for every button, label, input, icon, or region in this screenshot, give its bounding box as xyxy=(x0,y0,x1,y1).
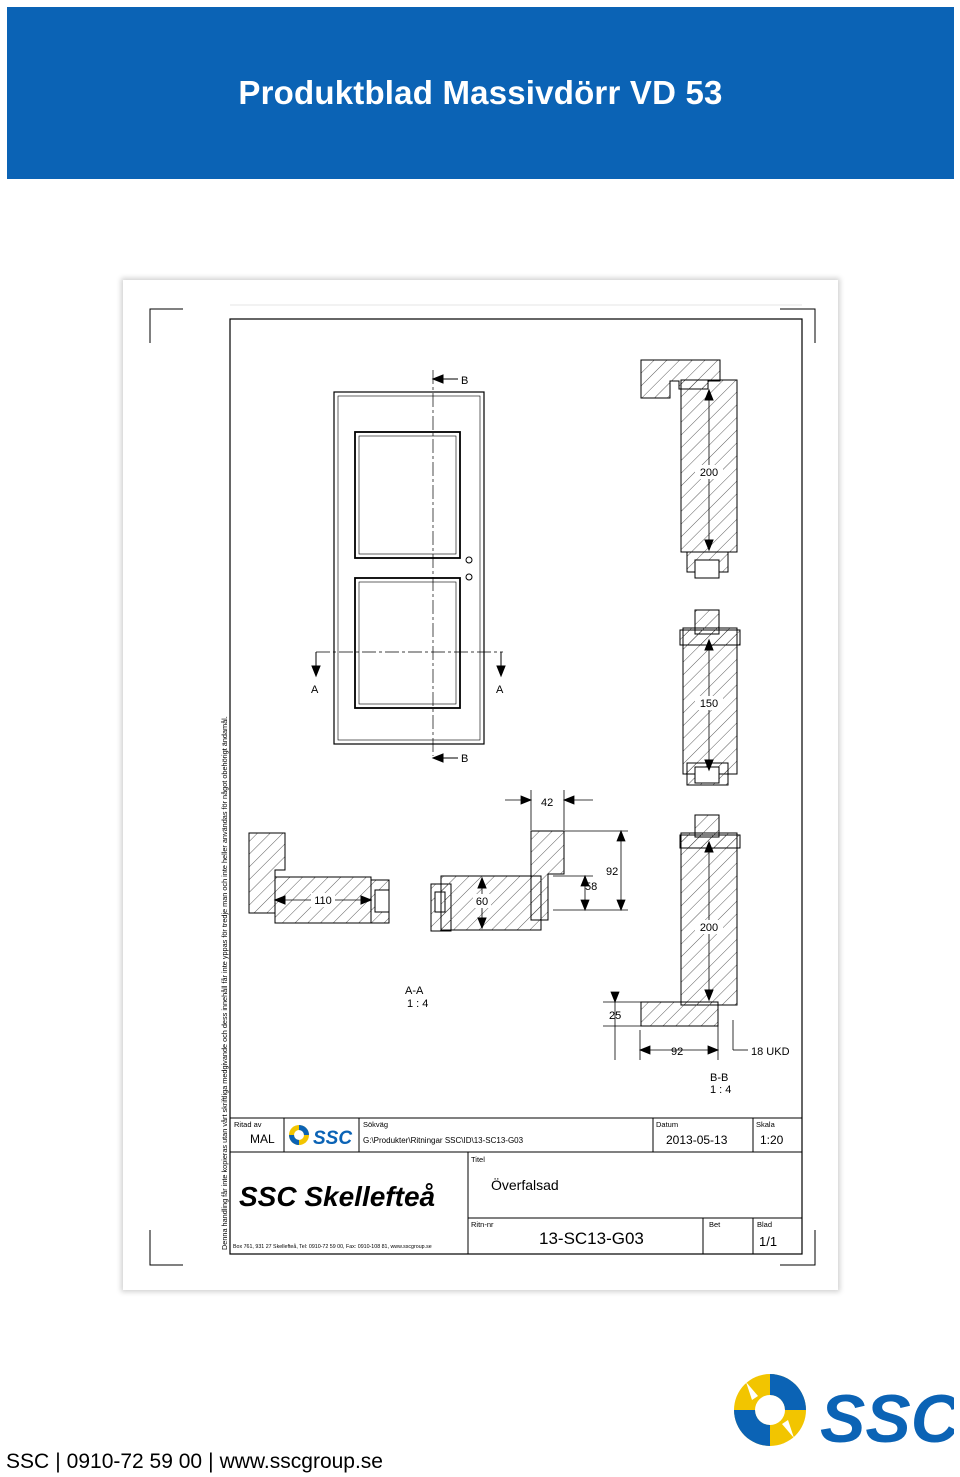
view-bb-label: B-B xyxy=(710,1072,728,1084)
label-ritad-av: Ritad av xyxy=(234,1120,262,1129)
label-skala: Skala xyxy=(756,1120,776,1129)
title-block-lines xyxy=(230,1117,802,1254)
value-sokvag: G:\Produkter\Ritningar SSC\ID\13-SC13-G0… xyxy=(363,1136,524,1145)
ssc-logo-mark-icon xyxy=(734,1374,806,1446)
dim-92-right: 92 xyxy=(606,866,618,878)
company-name: SSC Skellefteå xyxy=(239,1181,435,1212)
door-elevation xyxy=(316,370,503,756)
section-markers xyxy=(311,374,506,763)
label-datum: Datum xyxy=(656,1120,678,1129)
technical-drawing: Denna handling får inte kopieras utan vå… xyxy=(149,304,816,1266)
dim-25: 25 xyxy=(609,1010,621,1022)
aa-dimension-lines xyxy=(505,790,628,912)
dim-58: 58 xyxy=(585,881,597,893)
footer-phone: 0910-72 59 00 xyxy=(66,1450,203,1473)
label-ritnr: Ritn-nr xyxy=(471,1220,494,1229)
marker-b-bottom: B xyxy=(461,753,468,765)
dim-60: 60 xyxy=(476,896,488,908)
view-bb-scale: 1 : 4 xyxy=(710,1084,731,1096)
drawing-sheet: Denna handling får inte kopieras utan vå… xyxy=(123,280,838,1290)
dim-110: 110 xyxy=(314,895,332,907)
crop-marks xyxy=(149,308,816,1266)
marker-a-left: A xyxy=(311,684,319,696)
page-footer: SSC|0910-72 59 00|www.sscgroup.se xyxy=(6,1450,383,1474)
value-datum: 2013-05-13 xyxy=(666,1133,728,1147)
small-ssc-logo: SSC xyxy=(289,1125,352,1149)
dim-200-top: 200 xyxy=(700,467,718,479)
copyright-note: Denna handling får inte kopieras utan vå… xyxy=(220,716,229,1250)
section-bb xyxy=(640,359,741,1027)
page-title: Produktblad Massivdörr VD 53 xyxy=(238,74,723,111)
dim-200-bottom: 200 xyxy=(700,922,718,934)
ssc-logo: SSC xyxy=(734,1374,954,1450)
inner-border xyxy=(229,318,803,1255)
dim-150: 150 xyxy=(700,698,718,710)
footer-separator: | xyxy=(55,1450,61,1473)
value-ritad-av: MAL xyxy=(250,1132,275,1146)
value-ritnr: 13-SC13-G03 xyxy=(539,1229,644,1248)
marker-b-top: B xyxy=(461,375,468,387)
dim-92-bottom: 92 xyxy=(671,1046,683,1058)
section-aa xyxy=(248,830,565,932)
small-logo-text: SSC xyxy=(313,1128,352,1149)
value-blad: 1/1 xyxy=(759,1234,777,1249)
bb-dimension-lines xyxy=(603,991,748,1060)
footer-separator: | xyxy=(208,1450,214,1473)
marker-a-right: A xyxy=(496,684,504,696)
label-bet: Bet xyxy=(709,1220,721,1229)
label-blad: Blad xyxy=(757,1220,772,1229)
footer-company: SSC xyxy=(6,1450,50,1473)
label-titel: Titel xyxy=(471,1155,485,1164)
dim-42: 42 xyxy=(541,797,553,809)
value-skala: 1:20 xyxy=(760,1133,784,1147)
view-aa-label: A-A xyxy=(405,985,424,997)
dim-18ukd: 18 UKD xyxy=(751,1046,790,1058)
value-titel: Överfalsad xyxy=(491,1176,559,1193)
company-address: Box 761, 931 27 Skellefteå, Tel: 0910-72… xyxy=(233,1243,432,1250)
label-sokvag: Sökväg xyxy=(363,1120,388,1129)
ssc-logo-text: SSC xyxy=(820,1381,954,1450)
view-aa-scale: 1 : 4 xyxy=(407,998,428,1010)
footer-website: www.sscgroup.se xyxy=(219,1450,383,1473)
page-header: Produktblad Massivdörr VD 53 xyxy=(7,7,954,179)
